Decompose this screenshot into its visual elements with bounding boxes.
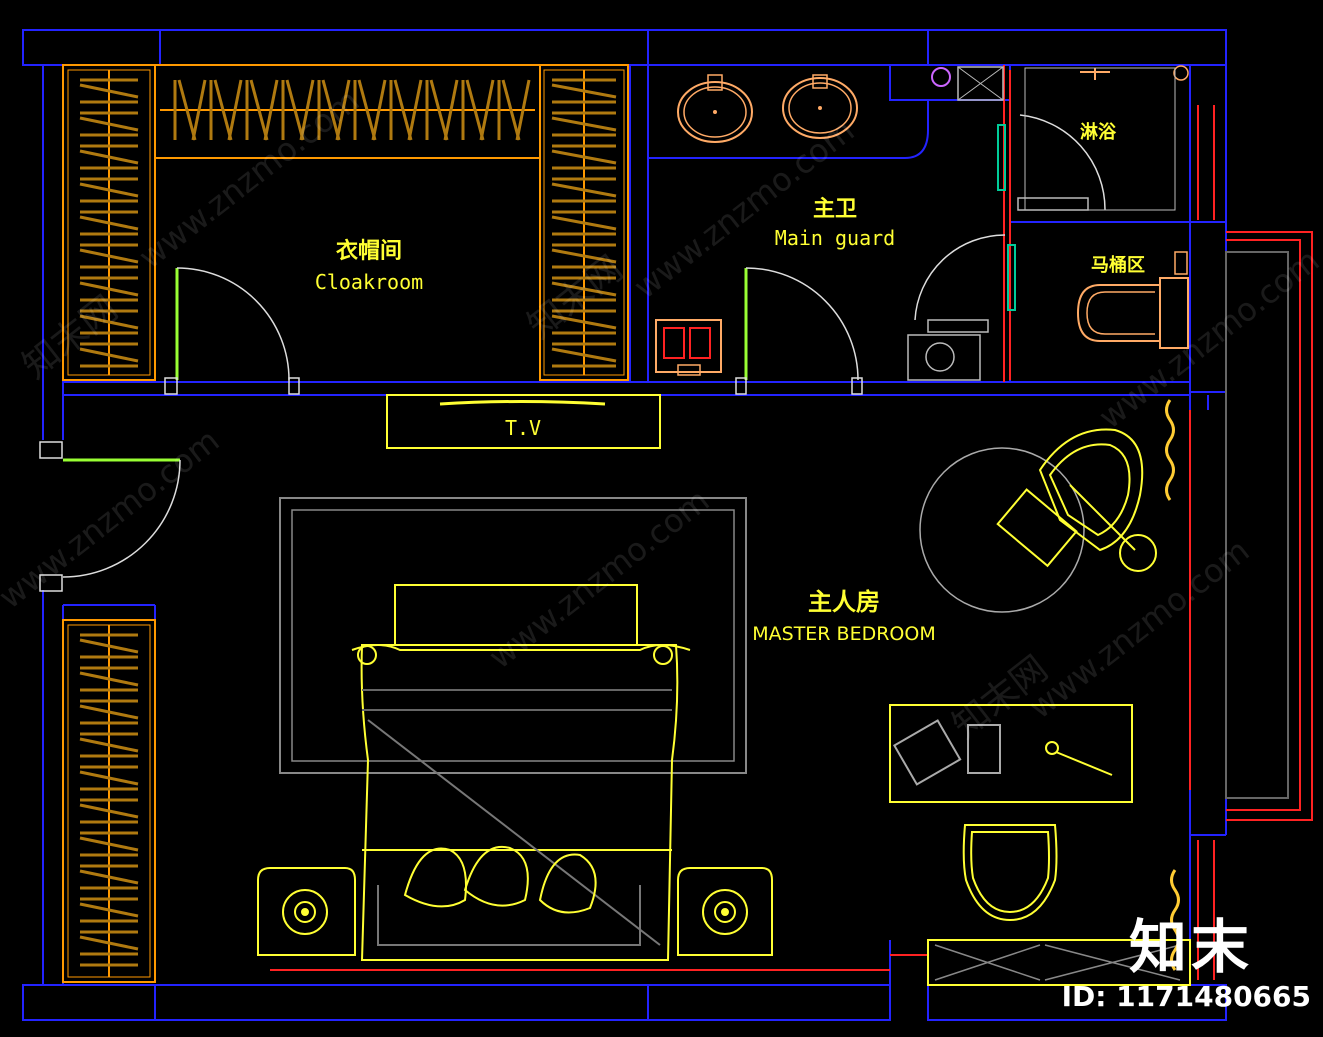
cloakroom-wardrobes: [62, 64, 629, 983]
hanger: [227, 79, 243, 141]
hanger: [79, 704, 139, 720]
hanger: [79, 248, 139, 264]
hanger: [429, 79, 449, 141]
hanger: [79, 215, 139, 231]
hanger: [79, 935, 139, 951]
hanger: [551, 149, 617, 165]
brand-logo: 知末: [1128, 913, 1253, 981]
shower-label: 淋浴: [1080, 121, 1117, 143]
hanger: [79, 281, 139, 297]
hanger: [357, 79, 377, 141]
hanger: [79, 83, 139, 99]
hanger: [191, 79, 207, 141]
hanger: [285, 79, 305, 141]
cloakroom-label-cn: 衣帽间: [336, 238, 402, 264]
master-bedroom-label-en: MASTER BEDROOM: [752, 623, 935, 645]
windows: [270, 65, 1313, 980]
hanger: [79, 314, 139, 330]
bedroom-furniture: [257, 394, 1191, 986]
hanger: [465, 79, 485, 141]
hanger: [321, 79, 341, 141]
hanger: [79, 770, 139, 786]
hanger: [79, 902, 139, 918]
toilet-area-label: 马桶区: [1091, 254, 1145, 276]
hanger: [79, 638, 139, 654]
hanger: [79, 803, 139, 819]
hanger: [551, 248, 617, 264]
hanger: [551, 281, 617, 297]
hanger: [263, 79, 279, 141]
image-id-label: ID: 1171480665: [1061, 980, 1311, 1013]
hanger: [79, 116, 139, 132]
hanger: [79, 347, 139, 363]
main-bath-label-cn: 主卫: [813, 197, 857, 222]
tv-label: T.V: [505, 416, 541, 440]
hanger: [515, 79, 531, 141]
master-bedroom-label-cn: 主人房: [808, 588, 880, 616]
hanger: [79, 737, 139, 753]
hanger: [551, 347, 617, 363]
hanger: [551, 116, 617, 132]
hanger: [335, 79, 351, 141]
hanger: [177, 79, 197, 141]
room-labels: 衣帽间 Cloakroom 主卫 Main guard 淋浴 马桶区 主人房 M…: [315, 121, 1145, 645]
hanger: [79, 869, 139, 885]
bathroom-fixtures: [655, 65, 1189, 381]
hanger: [249, 79, 269, 141]
doors: [39, 114, 1106, 592]
cloakroom-label-en: Cloakroom: [315, 270, 423, 294]
hanger: [479, 79, 495, 141]
watermark-text: www.znzmo.com: [0, 421, 226, 616]
hanger: [407, 79, 423, 141]
hanger: [551, 314, 617, 330]
hanger: [551, 182, 617, 198]
hanger: [79, 182, 139, 198]
hanger: [443, 79, 459, 141]
window-frame: [1225, 251, 1289, 799]
main-bath-label-en: Main guard: [775, 226, 895, 250]
hanger: [371, 79, 387, 141]
hanger: [213, 79, 233, 141]
tv-cabinet: [386, 394, 661, 449]
hanger: [393, 79, 413, 141]
hanger: [551, 83, 617, 99]
watermark-text: www.znzmo.com: [1022, 531, 1257, 726]
hanger: [501, 79, 521, 141]
watermarks: www.znzmo.com www.znzmo.com www.znzmo.co…: [0, 81, 1323, 747]
hanger: [551, 215, 617, 231]
hanger: [299, 79, 315, 141]
hanger: [79, 671, 139, 687]
hanger: [79, 836, 139, 852]
hanger: [79, 149, 139, 165]
